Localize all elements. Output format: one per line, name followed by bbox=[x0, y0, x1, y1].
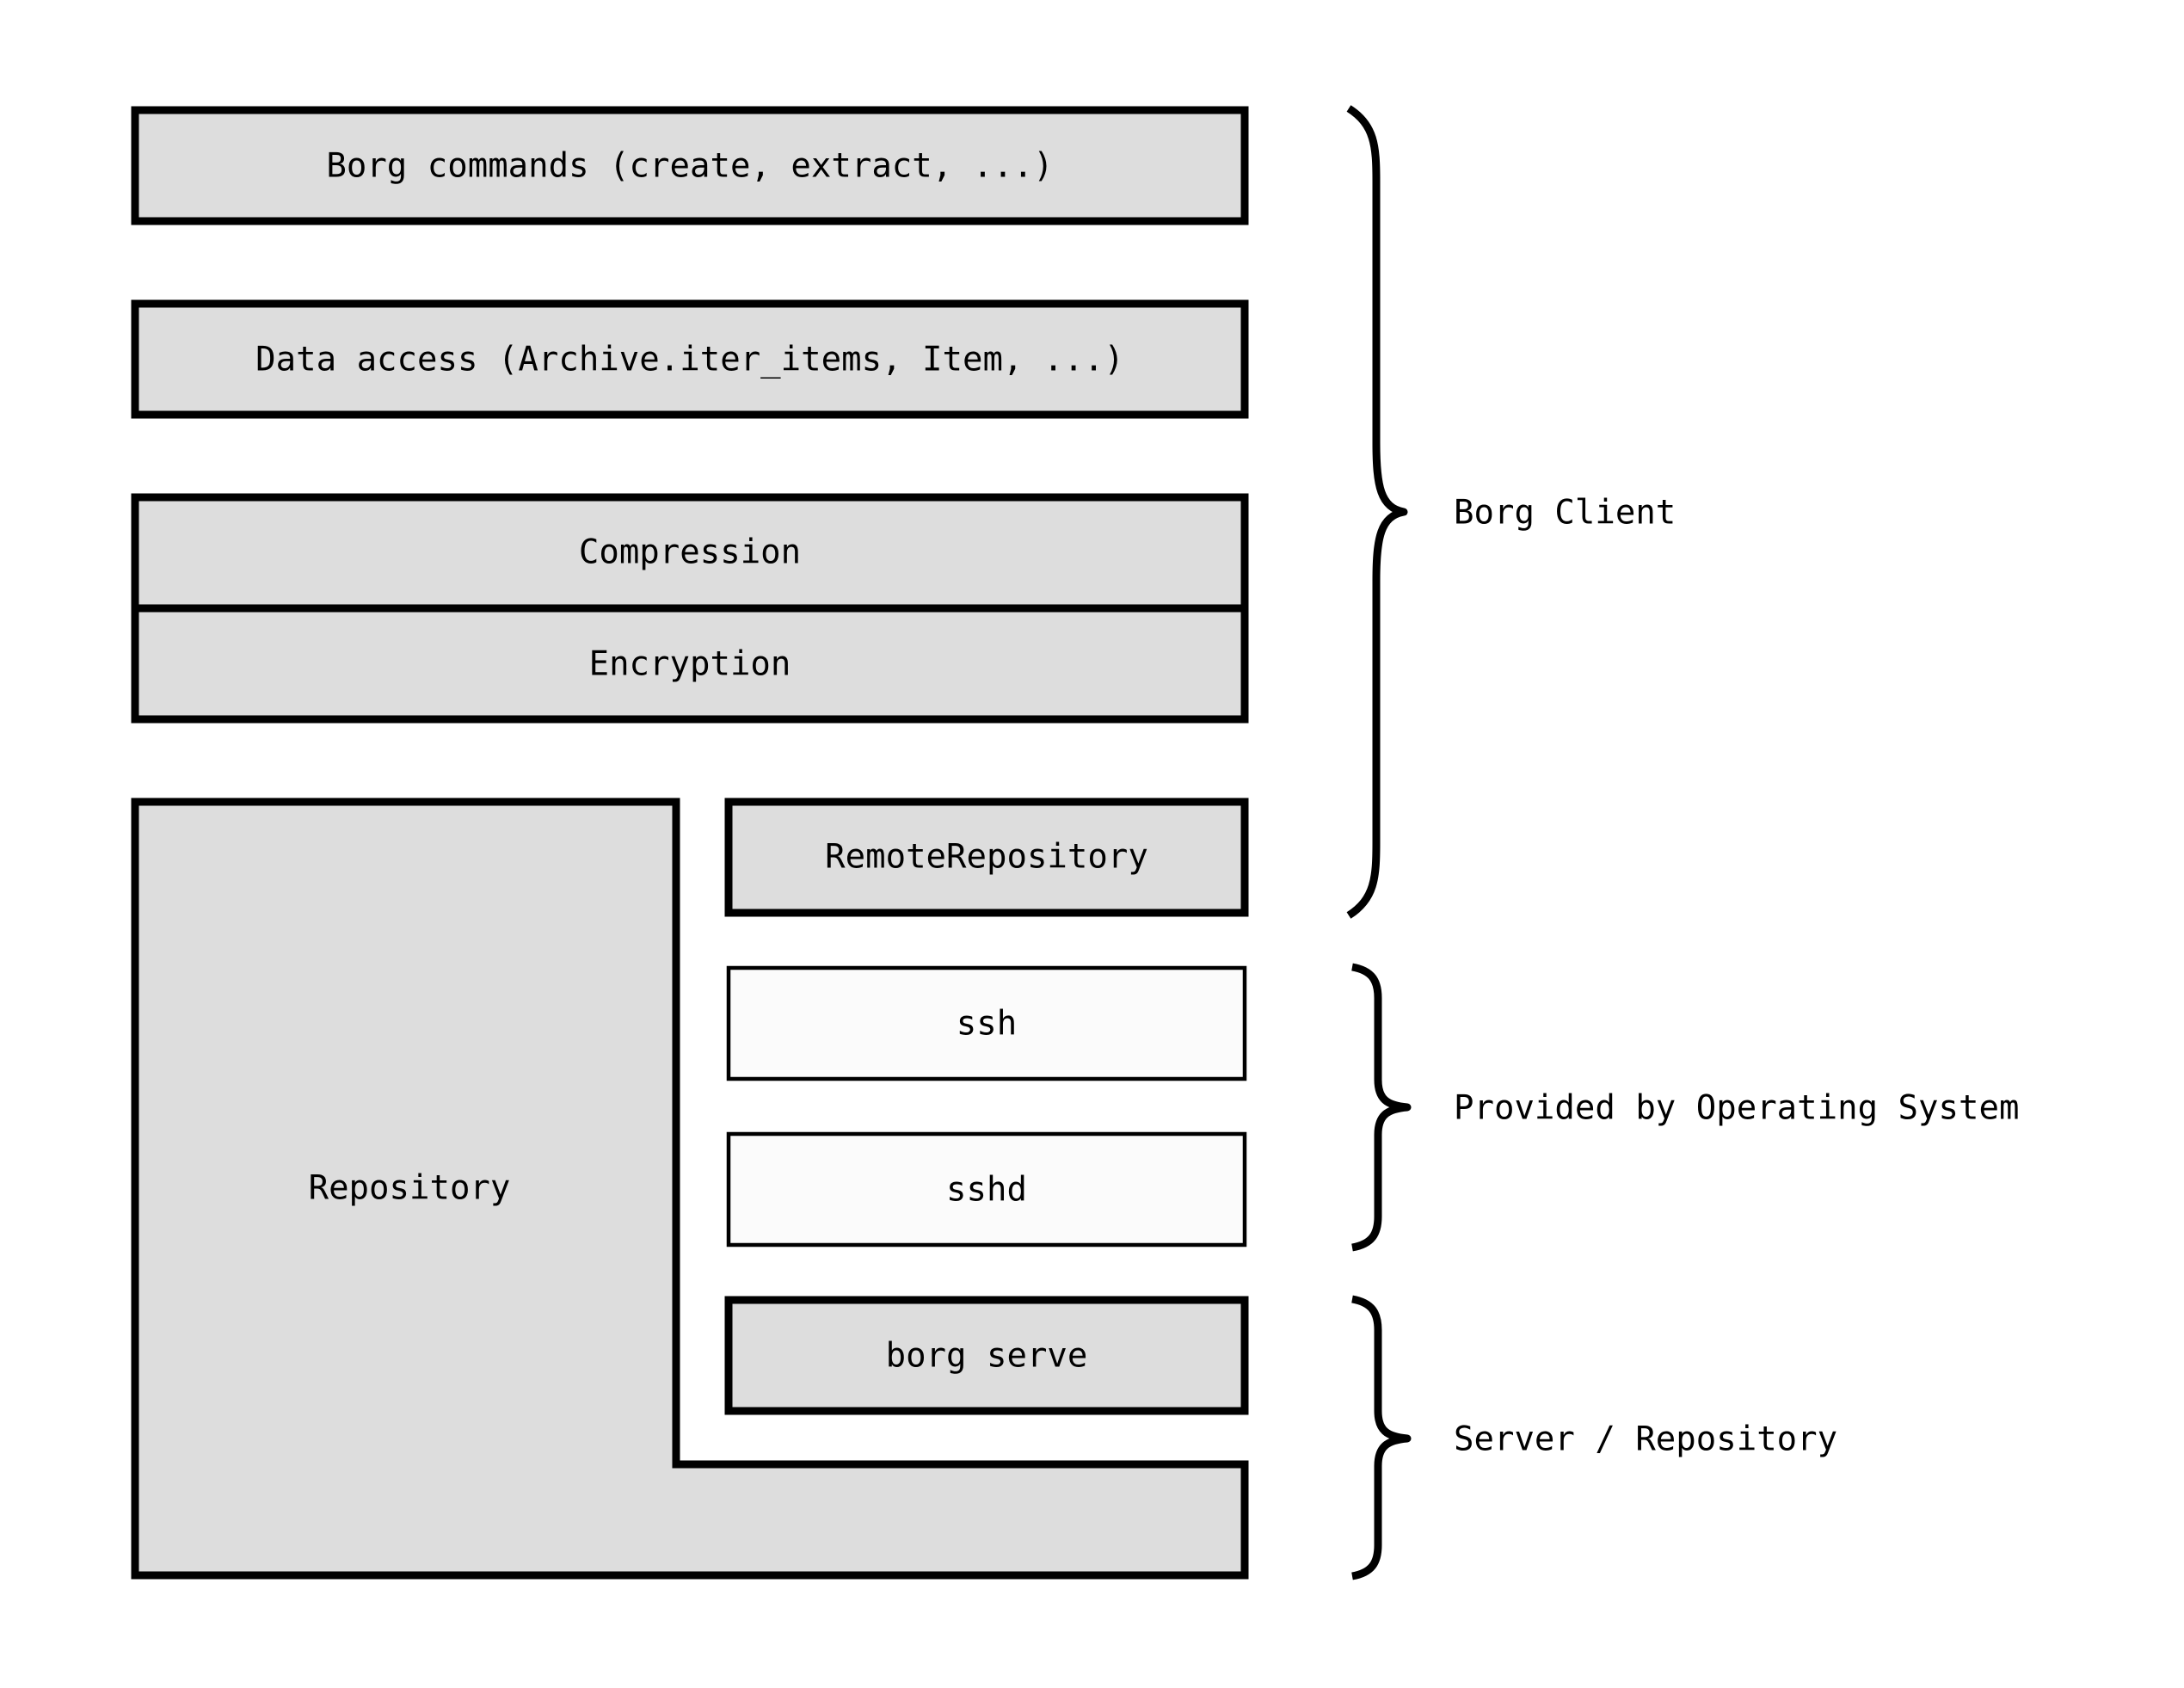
operating-system-label: Provided by Operating System bbox=[1454, 1089, 2019, 1128]
borg-commands-label: Borg commands (create, extract, ...) bbox=[326, 147, 1053, 186]
borg-serve-layer: borg serve bbox=[724, 1296, 1249, 1415]
borg-client-brace bbox=[1346, 105, 1408, 919]
borg-client-label: Borg Client bbox=[1454, 494, 1676, 533]
borg-serve-label: borg serve bbox=[886, 1337, 1088, 1376]
borg-client-group: Borg Client bbox=[1346, 105, 1676, 919]
server-repository-group: Server / Repository bbox=[1351, 1295, 1837, 1580]
data-access-label: Data access (Archive.iter_items, Item, .… bbox=[255, 341, 1124, 379]
sshd-label: sshd bbox=[946, 1171, 1027, 1210]
server-repository-brace bbox=[1351, 1295, 1412, 1580]
repository-label: Repository bbox=[309, 1169, 511, 1208]
compression-label: Compression bbox=[579, 533, 801, 572]
data-access-layer: Data access (Archive.iter_items, Item, .… bbox=[131, 299, 1249, 419]
encryption-layer: Encryption bbox=[131, 604, 1249, 724]
repository-layer: Repository bbox=[131, 798, 1249, 1580]
remote-repository-layer: RemoteRepository bbox=[724, 798, 1249, 917]
ssh-layer: ssh bbox=[726, 965, 1247, 1081]
borg-commands-layer: Borg commands (create, extract, ...) bbox=[131, 106, 1249, 225]
compression-layer: Compression bbox=[131, 493, 1249, 613]
ssh-label: ssh bbox=[957, 1005, 1017, 1044]
server-repository-label: Server / Repository bbox=[1454, 1420, 1837, 1459]
operating-system-brace bbox=[1351, 963, 1412, 1252]
remote-repository-label: RemoteRepository bbox=[825, 838, 1148, 877]
sshd-layer: sshd bbox=[726, 1131, 1247, 1248]
encryption-label: Encryption bbox=[589, 645, 791, 684]
operating-system-group: Provided by Operating System bbox=[1351, 963, 2019, 1252]
